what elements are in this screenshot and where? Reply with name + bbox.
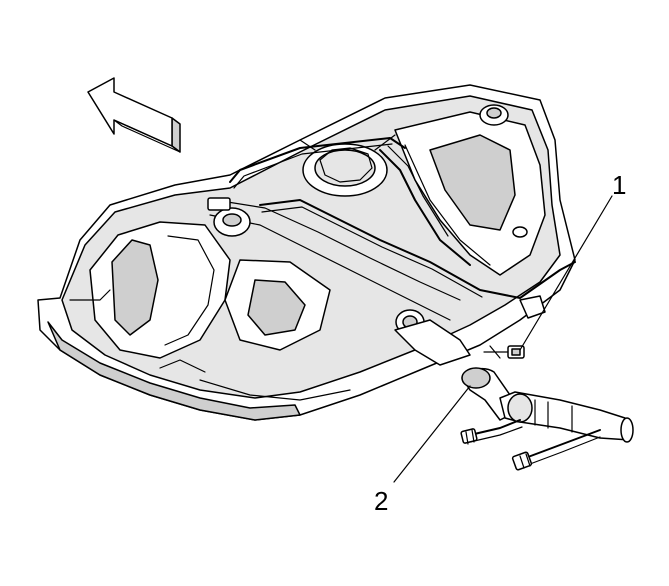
fuel-tank <box>37 84 576 421</box>
callout-1-leader <box>519 195 613 351</box>
callout-2-label: 2 <box>374 486 388 516</box>
callout-2-leader <box>393 385 471 483</box>
tank-connector <box>483 295 546 359</box>
fuel-filler-pipe <box>394 309 634 471</box>
forward-direction-arrow-icon <box>87 77 181 153</box>
callout-1-label: 1 <box>612 170 626 200</box>
